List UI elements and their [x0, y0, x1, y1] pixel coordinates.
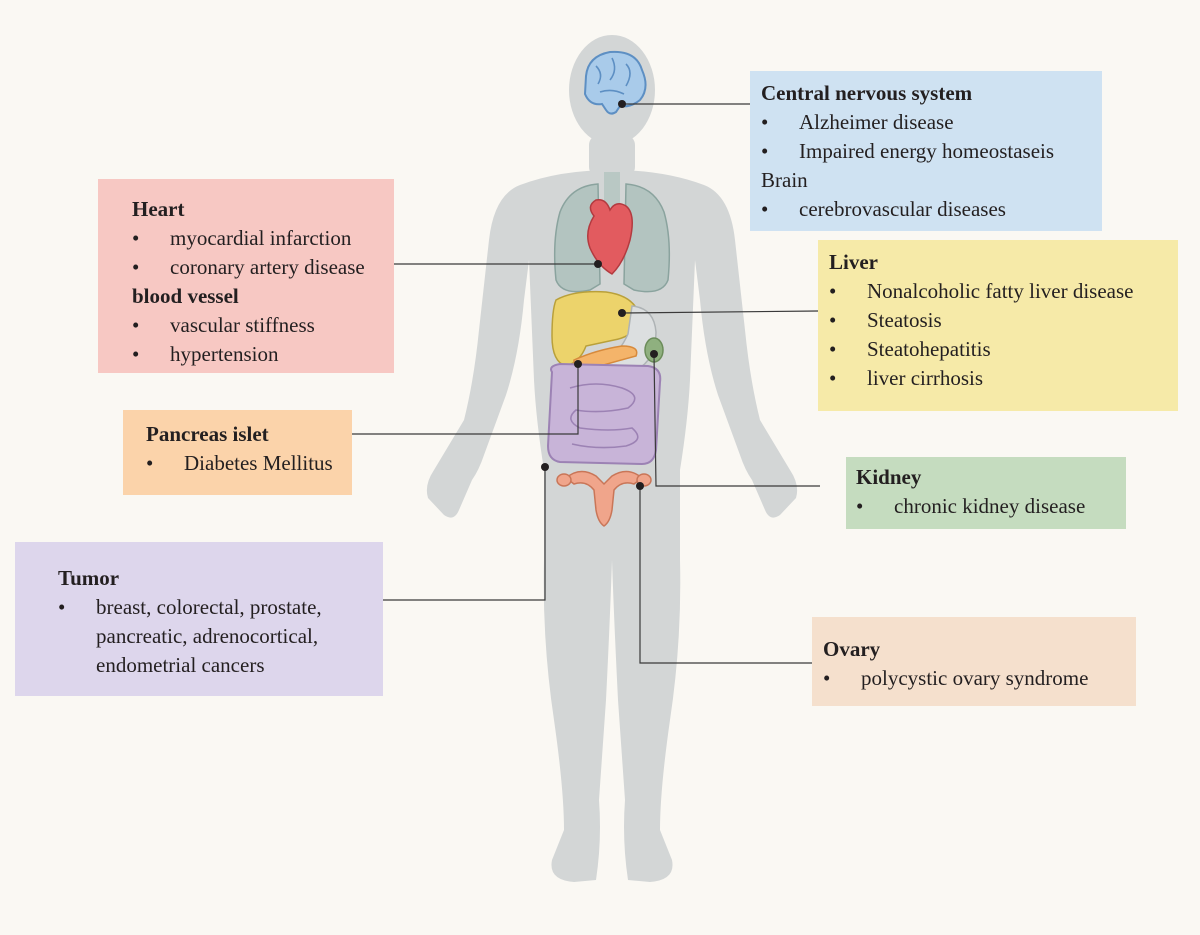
liver-item: Steatosis: [829, 306, 1178, 335]
cns-item: Impaired energy homeostaseis: [761, 137, 1102, 166]
kidney-item: chronic kidney disease: [856, 492, 1126, 521]
heart-title: Heart: [132, 197, 185, 221]
connector-ovary: [639, 486, 812, 664]
liver-item: Steatohepatitis: [829, 335, 1178, 364]
cns-subtitle: Brain: [761, 168, 808, 192]
heart-sub-item: vascular stiffness: [132, 311, 394, 340]
ovary-box: Ovary polycystic ovary syndrome: [812, 617, 1136, 706]
liver-icon: [551, 290, 641, 367]
pancreas-item: Diabetes Mellitus: [146, 449, 352, 478]
pancreas-box: Pancreas islet Diabetes Mellitus: [123, 410, 352, 495]
connector-kidney: [653, 353, 820, 487]
liver-title: Liver: [829, 250, 878, 274]
kidney-title: Kidney: [856, 465, 922, 489]
liver-item: Nonalcoholic fatty liver disease: [829, 277, 1178, 306]
heart-icon: [587, 198, 633, 275]
liver-box: Liver Nonalcoholic fatty liver disease S…: [818, 240, 1178, 411]
heart-item: myocardial infarction: [132, 224, 394, 253]
anchor-dot-pancreas: [574, 360, 582, 368]
connector-liver: [621, 310, 819, 314]
connector-pancreas: [352, 364, 579, 435]
pancreas-title: Pancreas islet: [146, 422, 269, 446]
tumor-item-line: endometrial cancers: [96, 653, 265, 677]
cns-title: Central nervous system: [761, 81, 973, 105]
connector-tumor: [383, 467, 546, 601]
tumor-item-line: pancreatic, adrenocortical,: [96, 624, 319, 648]
cns-sub-item: cerebrovascular diseases: [761, 195, 1102, 224]
anchor-dot-cns: [618, 100, 626, 108]
ovary-item: polycystic ovary syndrome: [823, 664, 1136, 693]
anchor-dot-kidney: [650, 350, 658, 358]
ovary-title: Ovary: [823, 637, 881, 661]
tumor-box: Tumor breast, colorectal, prostate, panc…: [15, 542, 383, 696]
lungs-icon: [553, 172, 671, 293]
cns-item: Alzheimer disease: [761, 108, 1102, 137]
liver-item: liver cirrhosis: [829, 364, 1178, 393]
tumor-item: breast, colorectal, prostate, pancreatic…: [58, 593, 383, 680]
intestine-icon: [546, 362, 662, 466]
heart-subtitle: blood vessel: [132, 284, 239, 308]
heart-item: coronary artery disease: [132, 253, 394, 282]
anchor-dot-tumor: [541, 463, 549, 471]
anchor-dot-liver: [618, 309, 626, 317]
heart-box: Heart myocardial infarction coronary art…: [98, 179, 394, 373]
cns-box: Central nervous system Alzheimer disease…: [750, 71, 1102, 231]
kidney-box: Kidney chronic kidney disease: [846, 457, 1126, 529]
anchor-dot-ovary: [636, 482, 644, 490]
tumor-title: Tumor: [58, 566, 120, 590]
tumor-item-line: breast, colorectal, prostate,: [96, 595, 322, 619]
heart-sub-item: hypertension: [132, 340, 394, 369]
anchor-dot-heart: [594, 260, 602, 268]
brain-icon: [583, 50, 647, 115]
